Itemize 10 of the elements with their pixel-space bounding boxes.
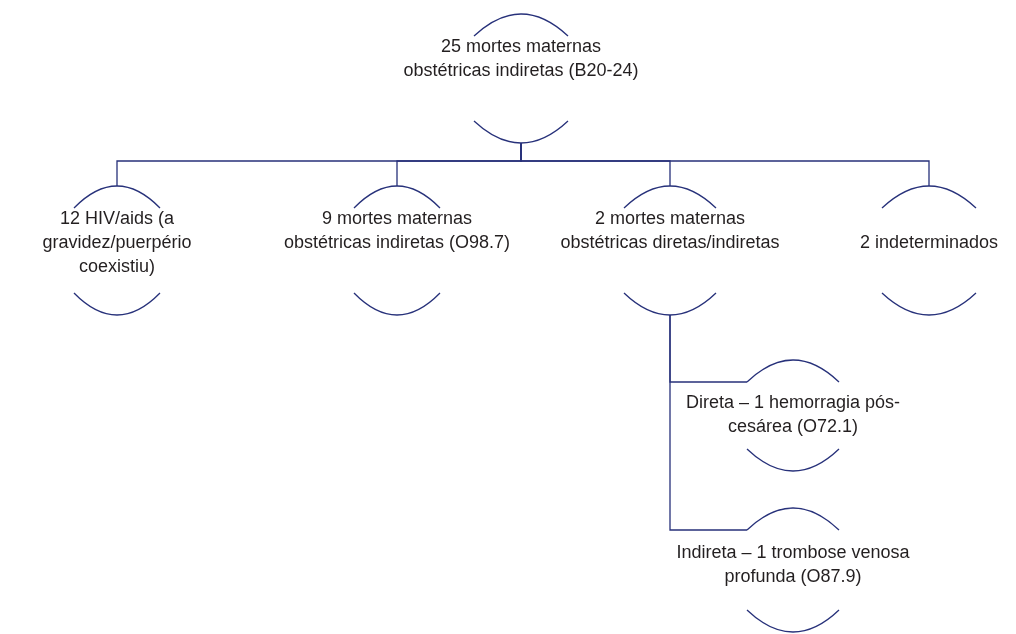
node-label: Indireta – 1 trombose venosa profunda (O87.9) [675, 541, 911, 588]
node-label: 2 indeterminados [858, 231, 1000, 254]
connector-line [669, 314, 748, 531]
node-label: Direta – 1 hemorragia pós-cesárea (O72.1) [684, 391, 902, 438]
node-label: 25 mortes maternas obstétricas indiretas (B20-24) [402, 35, 640, 82]
node-label: 9 mortes maternas obstétricas indiretas (O98.7) [282, 207, 512, 254]
node-label: 2 mortes maternas obstétricas diretas/indiretas [559, 207, 781, 254]
connector-line [520, 142, 930, 187]
node-label: 12 HIV/aids (a gravidez/puerpério coexistiu) [41, 207, 193, 278]
arc-framed-node [401, 14, 641, 143]
